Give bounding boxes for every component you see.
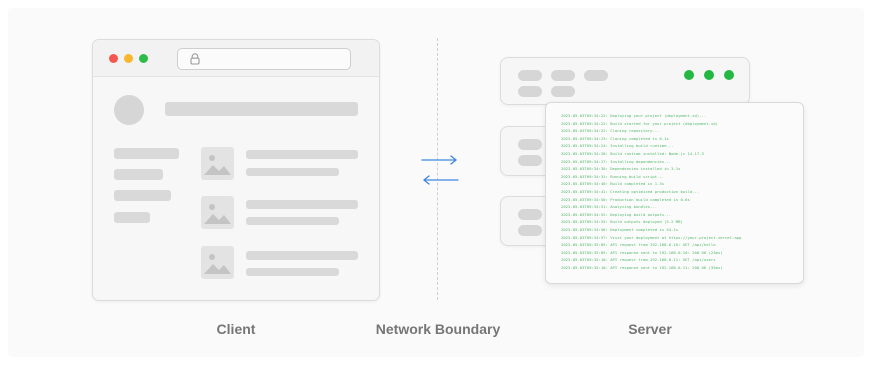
image-icon — [204, 204, 231, 224]
log-line: 2023-05-03T09:34:50: Production build co… — [561, 196, 690, 202]
log-line: 2023-05-03T09:34:22: Deploying your proj… — [561, 113, 707, 118]
server-slot — [518, 225, 542, 236]
log-line: 2023-05-03T09:34:52: Deploying build out… — [561, 211, 672, 217]
log-line: 2023-05-03T09:34:23: Cloning completed i… — [561, 135, 669, 141]
avatar-placeholder — [114, 95, 144, 125]
log-line: 2023-05-03T09:34:41: Creating optimized … — [561, 188, 700, 194]
log-line: 2023-05-03T09:34:22: Build started for y… — [561, 120, 718, 126]
address-bar[interactable] — [177, 48, 351, 70]
text-placeholder — [114, 212, 150, 223]
server-slot — [584, 70, 608, 81]
server-status-dot — [724, 70, 734, 80]
text-placeholder — [114, 148, 179, 159]
log-line: 2023-05-03T09:34:27: Installing dependen… — [561, 158, 672, 164]
client-label: Client — [216, 321, 256, 337]
log-line: 2023-05-03T09:34:30: Dependencies instal… — [561, 166, 681, 172]
log-line: 2023-05-03T09:34:22: Cloning repository.… — [561, 128, 660, 134]
list-subtitle-placeholder — [246, 268, 339, 276]
server-label: Server — [628, 321, 672, 337]
log-line: 2023-05-03T09:34:31: Running build scrip… — [561, 173, 665, 179]
server-slot — [551, 86, 575, 97]
image-icon — [204, 254, 231, 274]
list-title-placeholder — [246, 251, 358, 260]
server-status-dot — [684, 70, 694, 80]
deployment-log: 2023-05-03T09:34:22: Deploying your proj… — [561, 112, 797, 271]
list-subtitle-placeholder — [246, 168, 339, 176]
server-slot — [518, 70, 542, 81]
close-window-dot — [109, 54, 118, 63]
server-slot — [518, 86, 542, 97]
image-icon — [204, 155, 231, 175]
log-line: 2023-05-03T09:35:05: API request from 19… — [561, 242, 716, 248]
log-line: 2023-05-03T09:35:10: API request from 19… — [561, 257, 716, 263]
list-title-placeholder — [246, 150, 358, 159]
browser-title-bar — [93, 40, 379, 77]
heading-placeholder — [165, 102, 358, 116]
log-line: 2023-05-03T09:35:05: API response sent t… — [561, 249, 723, 255]
log-line: 2023-05-03T09:34:40: Build completed in … — [561, 181, 665, 187]
log-line: 2023-05-03T09:35:10: API response sent t… — [561, 264, 723, 270]
image-placeholder — [201, 246, 234, 279]
list-subtitle-placeholder — [246, 217, 339, 225]
server-slot — [551, 70, 575, 81]
server-log-terminal: 2023-05-03T09:34:22: Deploying your proj… — [545, 102, 804, 284]
text-placeholder — [114, 169, 163, 180]
log-line: 2023-05-03T09:34:26: Build runtime insta… — [561, 150, 704, 156]
list-title-placeholder — [246, 200, 358, 209]
server-slot — [518, 209, 542, 220]
log-line: 2023-05-03T09:34:53: Build outputs deplo… — [561, 219, 683, 225]
minimize-window-dot — [124, 54, 133, 63]
lock-icon — [190, 53, 200, 65]
server-status-dot — [704, 70, 714, 80]
text-placeholder — [114, 190, 171, 201]
log-line: 2023-05-03T09:34:24: Installing build ru… — [561, 143, 674, 149]
network-boundary-line — [437, 38, 438, 300]
server-slot — [518, 155, 542, 166]
image-placeholder — [201, 196, 234, 229]
bidirectional-arrows-icon — [421, 155, 459, 185]
log-line: 2023-05-03T09:34:56: Deployment complete… — [561, 226, 679, 232]
server-slot — [518, 139, 542, 150]
image-placeholder — [201, 147, 234, 180]
log-line: 2023-05-03T09:34:51: Analyzing bundles..… — [561, 204, 658, 210]
network-boundary-label: Network Boundary — [375, 321, 501, 337]
log-line: 2023-05-03T09:34:57: Visit your deployme… — [561, 234, 742, 240]
client-browser-window — [92, 39, 380, 301]
maximize-window-dot — [139, 54, 148, 63]
server-rack-unit — [500, 57, 750, 105]
